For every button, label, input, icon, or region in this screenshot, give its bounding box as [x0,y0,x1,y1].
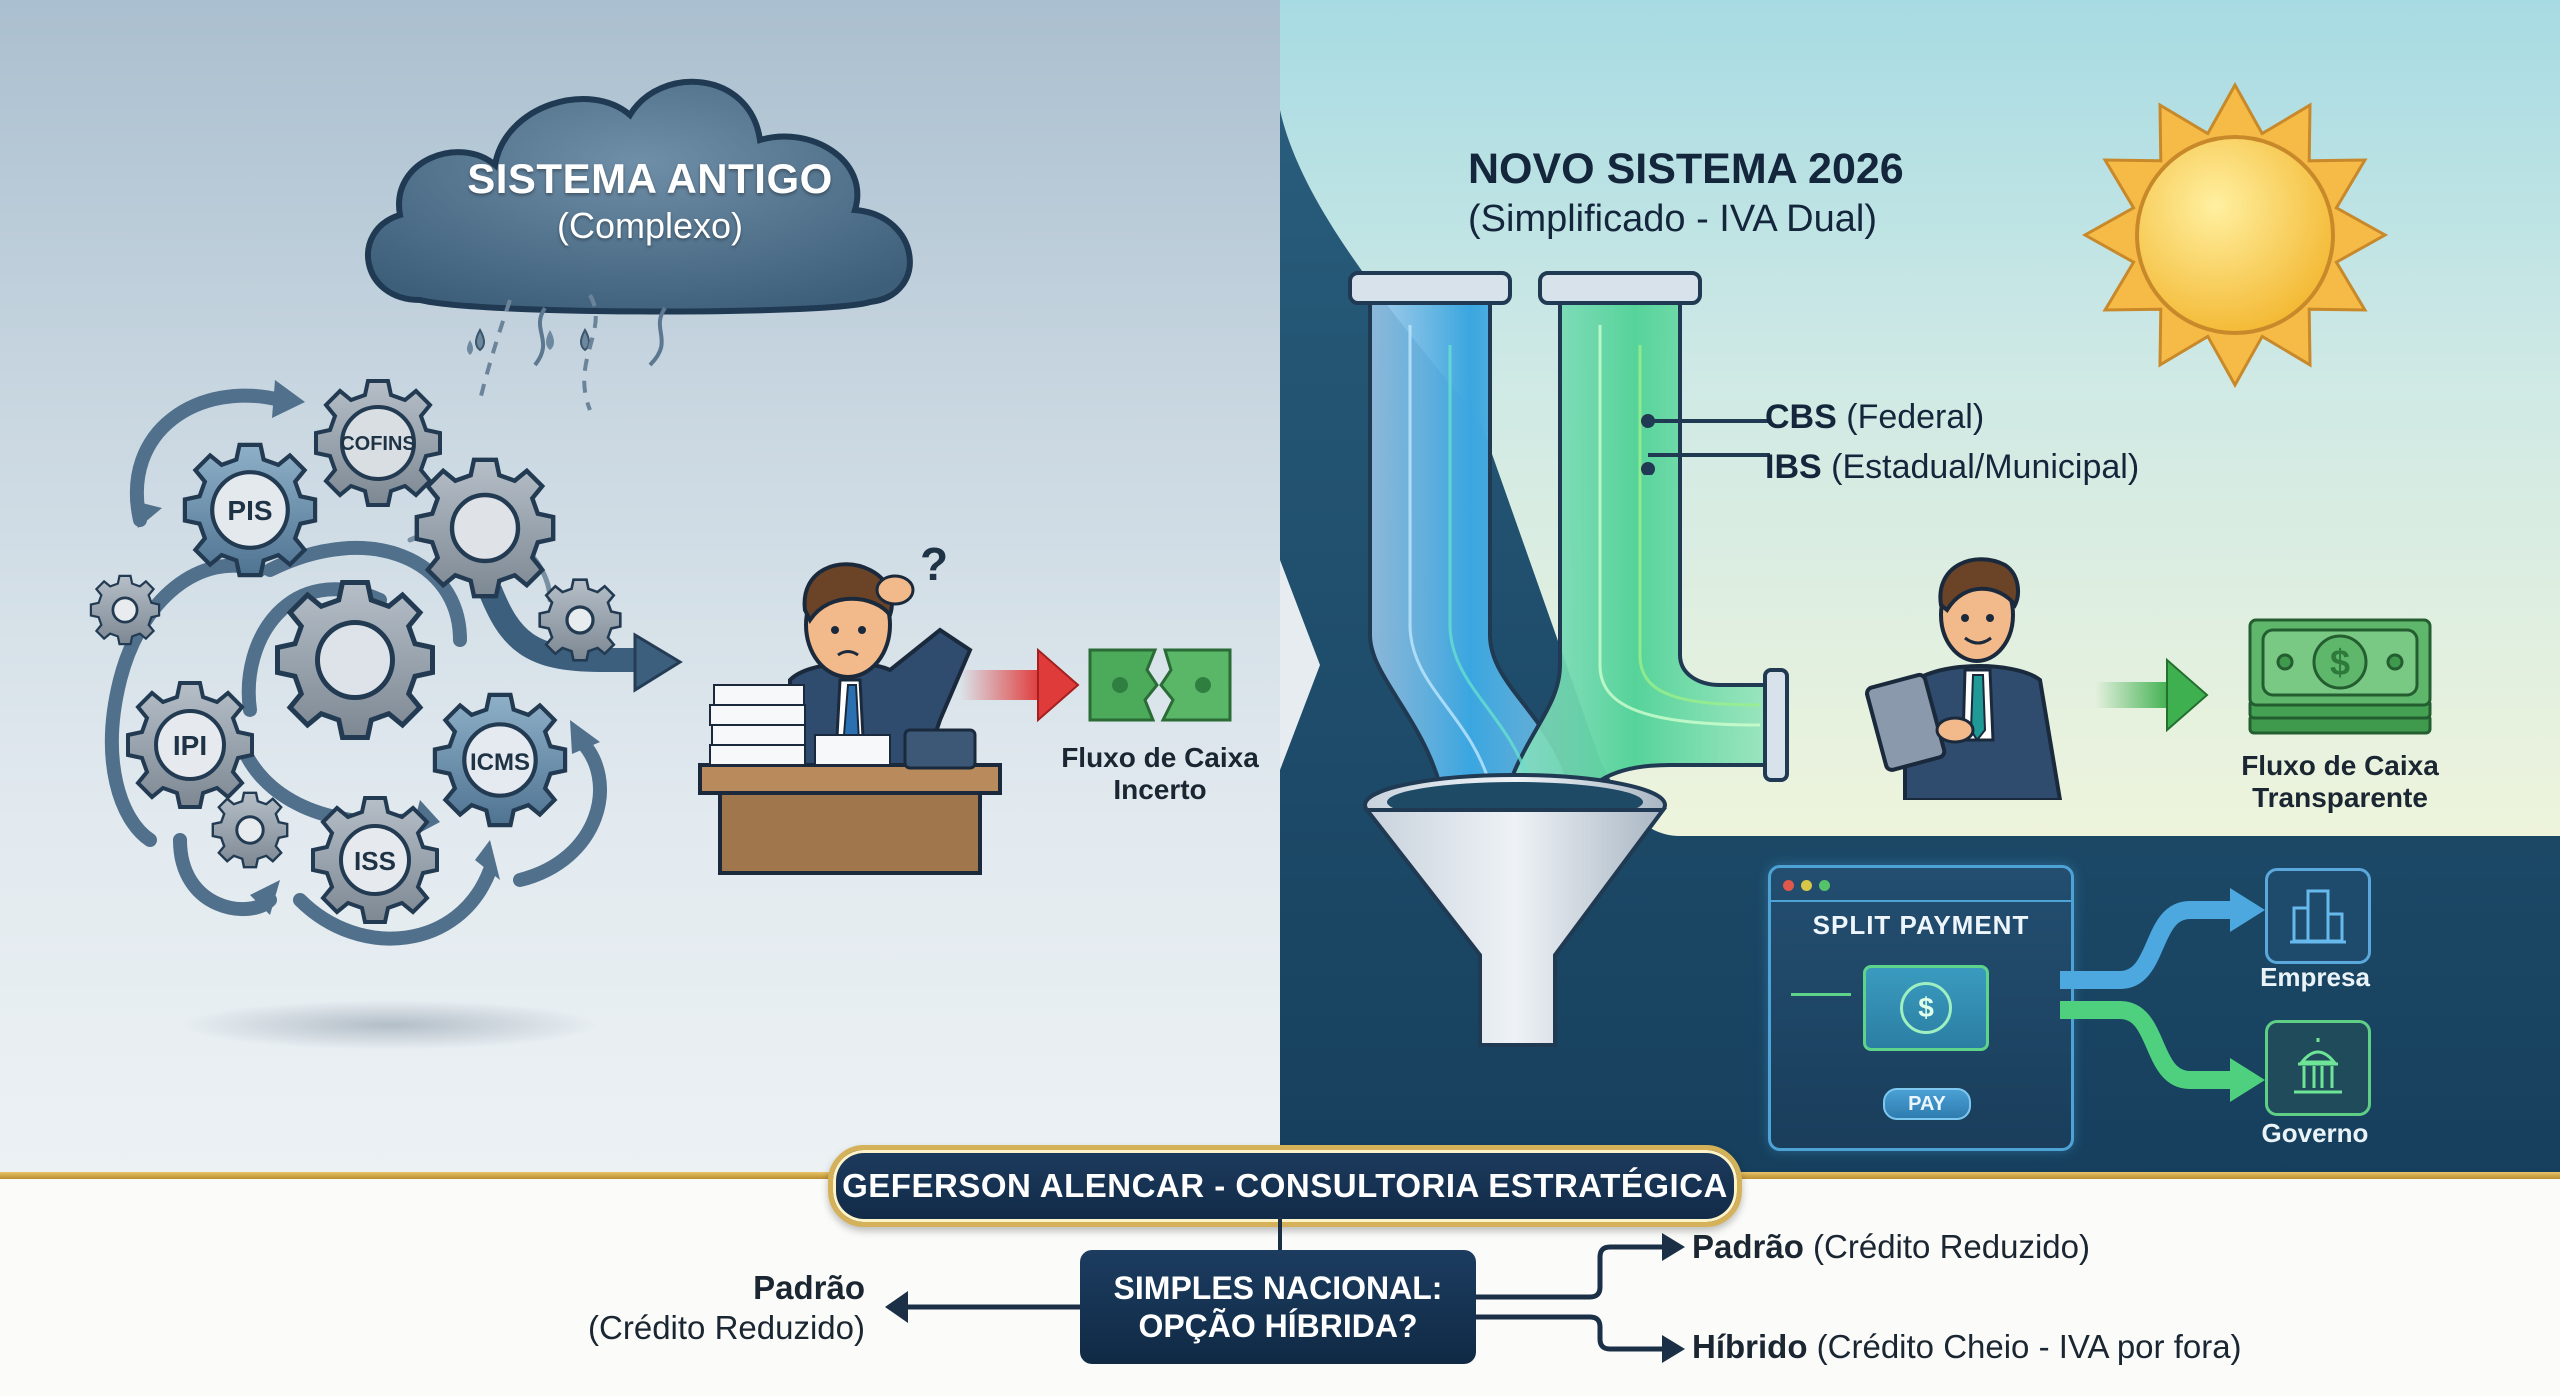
red-arrow-icon [960,647,1080,723]
legend-cbs: CBS (Federal) [1765,398,1984,437]
brand-banner: GEFERSON ALENCAR - CONSULTORIA ESTRATÉGI… [828,1145,1742,1227]
legend-ibs-scope: (Estadual/Municipal) [1821,448,2140,486]
company-label: Empresa [2260,962,2370,992]
split-flow-arrows [2060,888,2265,1102]
legend-cbs-code: CBS [1765,398,1837,436]
dollar-icon: $ [1900,982,1952,1034]
gear-label-icms: ICMS [470,749,530,776]
split-payment-window: SPLIT PAYMENT $ PAY [1768,865,2074,1151]
legend-cbs-scope: (Federal) [1836,398,1985,436]
government-tile [2265,1020,2371,1116]
gear-label-cofins: COFINS [340,433,416,455]
left-option-name: Padrão [753,1269,865,1306]
legend-ibs: IBS (Estadual/Municipal) [1765,448,2139,487]
transparent-cashflow-line1: Fluxo de Caixa [2241,750,2439,781]
government-label: Governo [2261,1118,2369,1148]
decision-line2: OPÇÃO HÍBRIDA? [1138,1308,1418,1344]
right-option-hybrid-name: Híbrido [1692,1328,1808,1365]
window-controls [1783,880,1830,891]
split-payment-title: SPLIT PAYMENT [1812,910,2030,940]
old-system-subtitle: (Complexo) [556,205,744,246]
green-arrow-icon [2095,657,2209,733]
left-option-standard: Padrão (Crédito Reduzido) [540,1268,865,1348]
incoming-arrow-icon [1791,993,1851,996]
cash-stack-icon: $ [2248,618,2432,735]
torn-cash-icon [1088,648,1232,722]
legend-ibs-code: IBS [1765,448,1822,486]
uncertain-cashflow-caption: Fluxo de Caixa Incerto [1040,742,1280,806]
transparent-cashflow-line2: Transparente [2252,782,2428,813]
svg-text:$: $ [2330,642,2350,683]
simples-nacional-decision: SIMPLES NACIONAL: OPÇÃO HÍBRIDA? [1080,1250,1476,1364]
window-close-dot [1783,880,1794,891]
old-system-title: SISTEMA ANTIGO [467,155,833,202]
company-tile [2265,868,2371,964]
new-system-subtitle: (Simplificado - IVA Dual) [1468,198,1877,240]
storm-cloud-icon [365,78,913,367]
worried-accountant-illustration: ? [698,538,1002,875]
old-system-panel: SISTEMA ANTIGO (Complexo) [0,0,1280,1177]
rain-icon [467,294,598,411]
new-system-title: NOVO SISTEMA 2026 [1468,145,1904,193]
gear-label-ipi: IPI [173,730,207,761]
window-minimize-dot [1801,880,1812,891]
uncertain-cashflow-line1: Fluxo de Caixa [1061,742,1259,773]
dual-vat-pipes-funnel [1348,271,1789,1047]
right-option-standard-name: Padrão [1692,1228,1804,1265]
pay-button[interactable]: PAY [1883,1088,1971,1120]
uncertain-cashflow-line2: Incerto [1113,774,1207,805]
government-building-icon [2294,1038,2342,1094]
gears-shadow [180,1000,600,1050]
right-option-hybrid: Híbrido (Crédito Cheio - IVA por fora) [1692,1328,2242,1366]
decision-line1: SIMPLES NACIONAL: [1113,1270,1443,1306]
left-option-detail: (Crédito Reduzido) [588,1309,865,1346]
new-system-panel: NOVO SISTEMA 2026 (Simplificado - IVA Du… [1280,0,2560,1177]
gear-label-pis: PIS [227,495,272,526]
tax-gears-cluster: COFINS PIS IPI ICMS ISS [89,379,683,946]
legend-connectors [1641,414,1770,475]
decision-tree-connectors [885,1217,1685,1363]
brand-name: GEFERSON ALENCAR - CONSULTORIA ESTRATÉGI… [842,1167,1728,1204]
happy-accountant-illustration [1865,557,2063,800]
window-titlebar-divider [1771,900,2071,902]
gear-label-iss: ISS [354,846,396,876]
right-option-standard: Padrão (Crédito Reduzido) [1692,1228,2090,1266]
transparent-cashflow-caption: Fluxo de Caixa Transparente [2215,750,2465,814]
question-mark-icon: ? [920,538,948,590]
sun-icon [2081,81,2389,389]
building-icon [2290,889,2346,944]
right-option-hybrid-detail: (Crédito Cheio - IVA por fora) [1807,1328,2242,1365]
payment-bill-icon: $ [1863,965,1989,1051]
right-option-standard-detail: (Crédito Reduzido) [1803,1228,2090,1265]
window-maximize-dot [1819,880,1830,891]
